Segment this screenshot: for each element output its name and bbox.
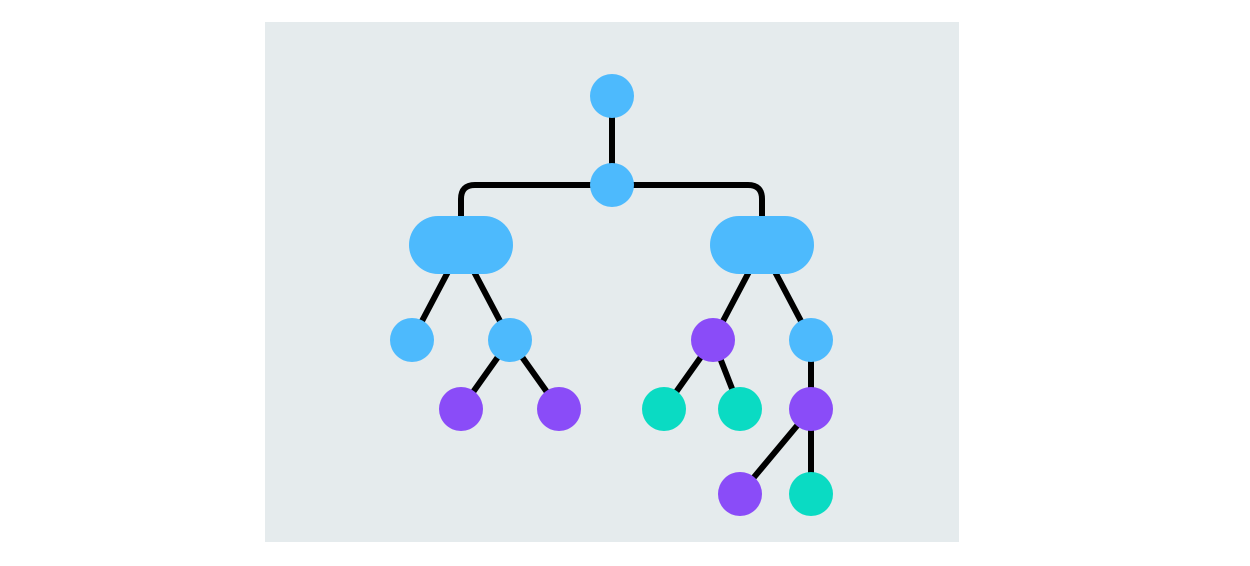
node-right-branch-a-child-2 bbox=[718, 387, 762, 431]
node-root bbox=[590, 74, 634, 118]
node-right-branch-a-child-1 bbox=[642, 387, 686, 431]
node-left-branch bbox=[488, 318, 532, 362]
nodes-layer bbox=[390, 74, 833, 516]
node-left-branch-child-1 bbox=[439, 387, 483, 431]
node-right-branch-b-mid-child-2 bbox=[789, 472, 833, 516]
edge-hub-to-left-group bbox=[458, 182, 615, 223]
edge-hub-to-right-group bbox=[609, 182, 765, 223]
node-right-group bbox=[710, 216, 814, 274]
node-left-branch-child-2 bbox=[537, 387, 581, 431]
node-right-branch-b bbox=[789, 318, 833, 362]
node-left-leaf bbox=[390, 318, 434, 362]
node-hub bbox=[590, 163, 634, 207]
node-right-branch-b-mid-child-1 bbox=[718, 472, 762, 516]
edges-layer bbox=[409, 93, 814, 497]
node-left-group bbox=[409, 216, 513, 274]
node-right-branch-b-mid bbox=[789, 387, 833, 431]
node-right-branch-a bbox=[691, 318, 735, 362]
